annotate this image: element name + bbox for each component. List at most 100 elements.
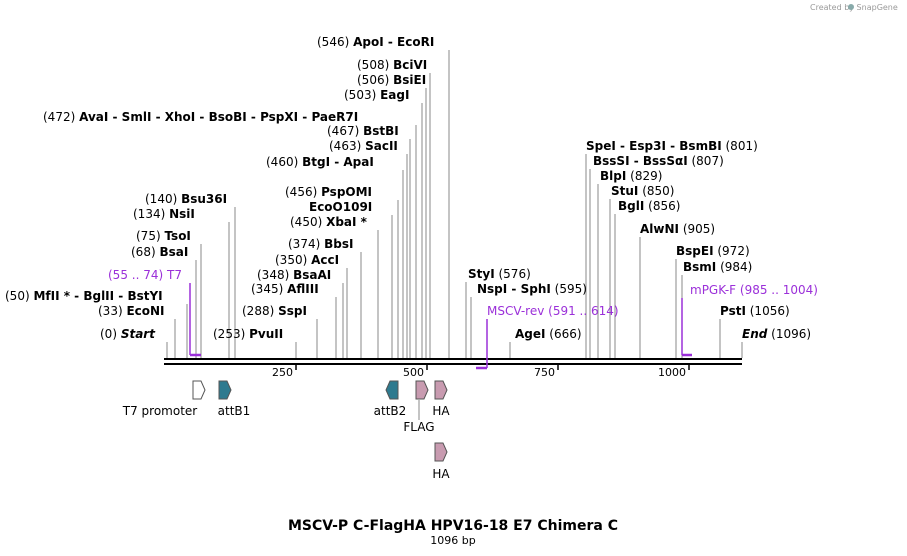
enzyme-sphi: - SphI — [507, 282, 551, 296]
map-length: 1096 bp — [430, 534, 475, 547]
enzyme-ecoo109i: EcoO109I — [309, 200, 372, 214]
enzyme-econi: EcoNI — [126, 304, 164, 318]
map-title: MSCV-P C-FlagHA HPV16-18 E7 Chimera C — [288, 518, 618, 534]
enzyme-bsiei: BsiEI — [393, 73, 426, 87]
enzyme-pspomi: PspOMI — [321, 185, 372, 199]
site-pos: (348) — [257, 268, 293, 282]
site-pos: (288) — [242, 304, 278, 318]
enzyme-xbai: XbaI * — [326, 215, 368, 229]
enzyme-eagi: EagI — [380, 88, 409, 102]
site-label-4: (472) AvaI - SmlI - XhoI - BsoBI - PspXI… — [43, 110, 358, 124]
enzyme-bstyi: - BstYI — [114, 289, 163, 303]
site-label-19: (75) TsoI — [136, 229, 191, 243]
snapgene-logo-icon — [848, 4, 854, 10]
enzyme-apoi: ApoI — [353, 35, 384, 49]
site-label-12: (350) AccI — [275, 253, 339, 267]
site-pos: (463) — [329, 139, 365, 153]
site-label-20: (68) BsaI — [131, 245, 188, 259]
enzyme-end: End — [742, 327, 768, 341]
enzyme-paer7i: - PaeR7I — [298, 110, 358, 124]
enzyme-smli: - SmlI — [108, 110, 151, 124]
enzyme-stui: StuI — [611, 184, 638, 198]
site-label-15: (288) SspI — [242, 304, 307, 318]
site-pos: (460) — [266, 155, 302, 169]
site-label-10: (450) XbaI * — [290, 215, 368, 229]
site-label-0: (546) ApoI - EcoRI — [317, 35, 434, 49]
enzyme-blpi: BlpI — [600, 169, 626, 183]
site-label-23: (0) Start — [100, 327, 156, 341]
site-pos: (595) — [551, 282, 587, 296]
enzyme-afliii: AflIII — [287, 282, 319, 296]
site-label-2: (506) BsiEI — [357, 73, 426, 87]
site-label-3: (503) EagI — [344, 88, 409, 102]
tick-label-1000: 1000 — [658, 366, 686, 379]
site-label-21: (50) MfII * - BglII - BstYI — [5, 289, 163, 303]
enzyme-apai: - ApaI — [330, 155, 374, 169]
site-pos: (1056) — [746, 304, 790, 318]
feature-label-attb2: attB2 — [374, 404, 407, 418]
enzyme-alwni: AlwNI — [640, 222, 679, 236]
enzyme-bsssi: BssSI — [593, 154, 630, 168]
site-label-5: (467) BstBI — [327, 124, 399, 138]
site-label-1: (508) BciVI — [357, 58, 427, 72]
site-pos: (374) — [288, 237, 324, 251]
site-pos: (666) — [545, 327, 581, 341]
primer-range: (55 .. 74) — [108, 268, 167, 282]
enzyme-tsoi: TsoI — [164, 229, 190, 243]
feature-label-t7-promoter: T7 promoter — [122, 404, 198, 418]
site-pos: (984) — [716, 260, 752, 274]
enzyme-psti: PstI — [720, 304, 746, 318]
site-pos: (905) — [679, 222, 715, 236]
sequence-backbone — [164, 358, 742, 365]
site-label-16: (253) PvuII — [213, 327, 283, 341]
enzyme-mfii: MfII * — [33, 289, 70, 303]
site-label-17: (140) Bsu36I — [145, 192, 227, 206]
site-pos: (1096) — [767, 327, 811, 341]
site-pos: (972) — [714, 244, 750, 258]
site-pos: (467) — [327, 124, 363, 138]
feature-label-ha: HA — [432, 404, 450, 418]
enzyme-start: Start — [121, 327, 156, 341]
enzyme-bsss-i: - BssSαI — [630, 154, 688, 168]
enzyme-bgli: BglI — [618, 199, 644, 213]
enzyme-bspei: BspEI — [676, 244, 714, 258]
site-label-28: BssSI - BssSαI (807) — [593, 154, 724, 168]
feature-label-attb1: attB1 — [218, 404, 251, 418]
site-label-9: EcoO109I — [309, 200, 372, 214]
feature-ha-arrow-icon — [434, 380, 448, 400]
site-pos: (546) — [317, 35, 353, 49]
site-label-8: (456) PspOMI — [285, 185, 372, 199]
enzyme-ecori: - EcoRI — [384, 35, 435, 49]
site-pos: (140) — [145, 192, 181, 206]
primer-t7: (55 .. 74) T7 — [108, 268, 182, 282]
site-label-36: End (1096) — [742, 327, 811, 341]
enzyme-bsobi: - BsoBI — [195, 110, 246, 124]
primer-range: (985 .. 1004) — [740, 283, 818, 297]
site-label-11: (374) BbsI — [288, 237, 353, 251]
site-pos: (350) — [275, 253, 311, 267]
site-pos: (472) — [43, 110, 79, 124]
site-label-34: BsmI (984) — [683, 260, 752, 274]
enzyme-bsai: BsaI — [159, 245, 188, 259]
enzyme-pspxi: - PspXI — [247, 110, 298, 124]
feature-ha-arrow-icon — [434, 442, 448, 462]
site-pos: (50) — [5, 289, 33, 303]
enzyme-bbsi: BbsI — [324, 237, 353, 251]
feature-t7-promoter-arrow-icon — [192, 380, 206, 400]
site-pos: (456) — [285, 185, 321, 199]
feature-attb2-arrow-icon — [385, 380, 399, 400]
enzyme-avai: AvaI — [79, 110, 108, 124]
feature-attb1-arrow-icon — [218, 380, 232, 400]
site-pos: (506) — [357, 73, 393, 87]
site-label-33: BspEI (972) — [676, 244, 750, 258]
feature-flag-arrow-icon — [415, 380, 429, 400]
enzyme-nspi: NspI — [477, 282, 507, 296]
site-label-32: AlwNI (905) — [640, 222, 715, 236]
site-pos: (0) — [100, 327, 121, 341]
primer-mpgk-f: mPGK-F (985 .. 1004) — [690, 283, 818, 297]
enzyme-sacii: SacII — [365, 139, 398, 153]
